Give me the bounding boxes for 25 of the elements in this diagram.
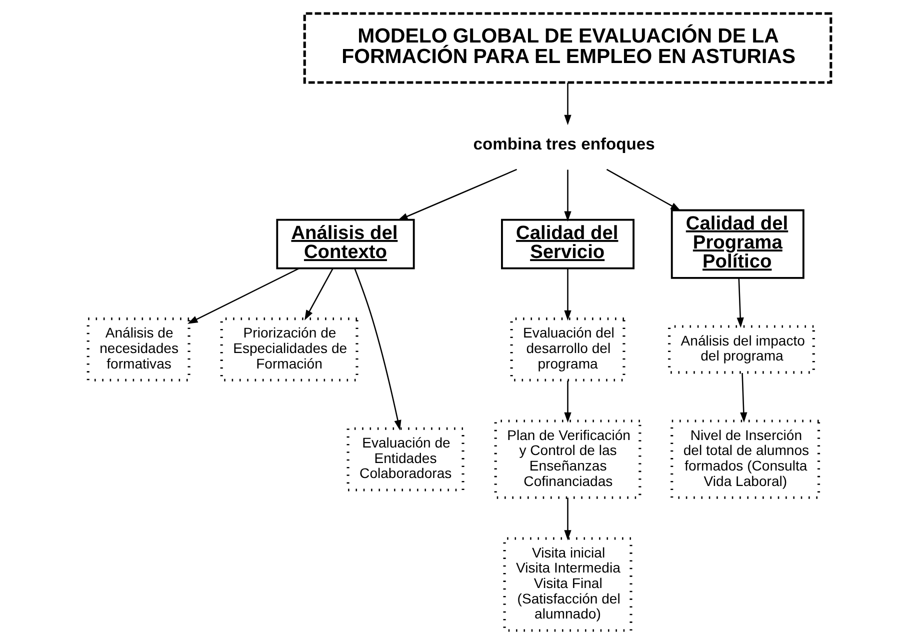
node-box: Visita inicial Visita Intermedia Visita Final (Satisfacción del alumnado) xyxy=(503,537,632,632)
node-box: Nivel de Inserción del total de alumnos formados (Consulta Vida Laboral) xyxy=(670,420,820,499)
node-box: Análisis del impacto del programa xyxy=(668,325,815,374)
arrow xyxy=(304,268,334,320)
node-box: Plan de Verificación y Control de las Enseñanzas Cofinanciadas xyxy=(494,420,642,499)
arrow xyxy=(564,380,572,423)
arrow xyxy=(736,278,744,328)
arrow xyxy=(187,268,300,324)
node-box: Calidad del Programa Político xyxy=(670,209,804,279)
node-box: Calidad del Servicio xyxy=(501,218,634,270)
arrow xyxy=(354,268,402,430)
arrow xyxy=(606,168,681,211)
arrow xyxy=(740,372,748,423)
node-box: Priorización de Especialidades de Formación xyxy=(220,318,358,382)
node-box: Análisis de necesidades formativas xyxy=(86,318,190,382)
node-box: Análisis del Contexto xyxy=(276,218,415,270)
node-box: Evaluación de Entidades Colaboradoras xyxy=(346,427,464,492)
arrow xyxy=(398,168,518,220)
node-text: combina tres enfoques xyxy=(473,134,655,154)
arrow xyxy=(564,268,572,321)
node-box: Evaluación del desarrollo del programa xyxy=(510,318,626,382)
arrow xyxy=(564,498,572,540)
arrow xyxy=(564,170,572,222)
node-box: MODELO GLOBAL DE EVALUACIÓN DE LA FORMACIÓN PARA EL EMPLEO EN ASTURIAS xyxy=(303,12,832,84)
arrow xyxy=(564,82,572,126)
